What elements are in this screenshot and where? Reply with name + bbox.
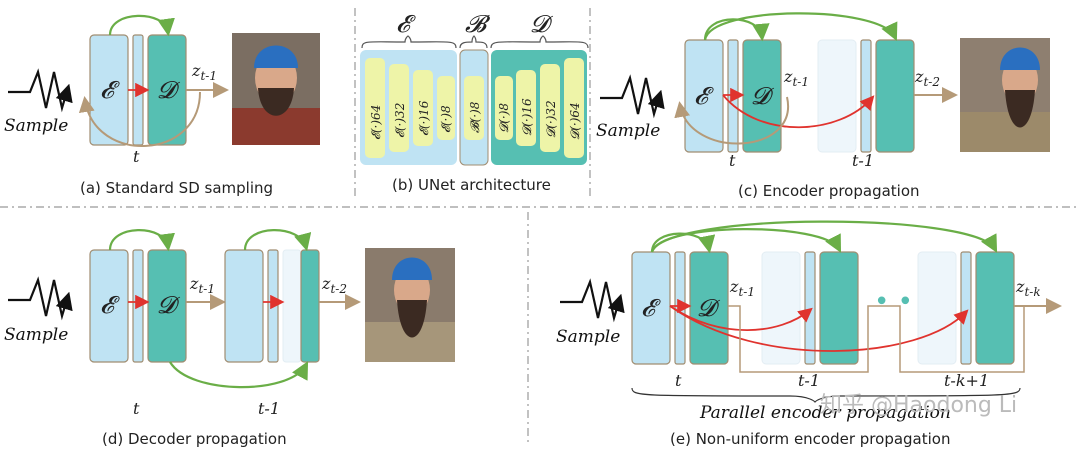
sample-label: Sample — [596, 121, 660, 141]
panel-e-nonuniform-propagation: Sample 𝓔 𝓓 • • • zt-1t-k zt-1 t t-1 t-k+… — [556, 220, 1062, 448]
generated-image-portrait — [232, 33, 320, 145]
caption-c: (c) Encoder propagation — [738, 182, 920, 200]
timestep-label: t-1 — [798, 371, 820, 390]
unet-enc-8: 𝓔(·)8 — [439, 105, 453, 133]
timestep-label: t — [675, 371, 682, 390]
z-label: zt-2 — [914, 67, 940, 89]
noise-squiggle-icon — [560, 278, 625, 323]
unet-dec-16: 𝓓(·)16 — [520, 98, 534, 136]
z-label: zt-1t-k — [1015, 277, 1041, 299]
z-label: zt-1 — [191, 61, 217, 83]
unet-enc-64: 𝓔(·)64 — [369, 105, 383, 140]
caption-e: (e) Non-uniform encoder propagation — [670, 430, 950, 448]
panel-b-unet: 𝓔 𝓑 𝓓 𝓔(·)64 𝓔(·)32 𝓔(·)16 𝓔(·)8 𝓑(·)8 𝓓… — [360, 10, 589, 194]
unet-dec-32: 𝓓(·)32 — [544, 100, 558, 138]
unet-encoder-blocks: 𝓔(·)64 𝓔(·)32 𝓔(·)16 𝓔(·)8 — [365, 58, 455, 158]
unet-decoder-blocks: 𝓓(·)8 𝓓(·)16 𝓓(·)32 𝓓(·)64 — [495, 58, 584, 158]
timestep-label: t — [729, 151, 736, 170]
noise-squiggle-icon — [8, 68, 73, 113]
parallel-propagation-label: Parallel encoder propagation — [699, 403, 951, 423]
sample-label: Sample — [4, 116, 68, 136]
unet-bottleneck-title: 𝓑 — [465, 10, 491, 38]
unet-decoder-title: 𝓓 — [530, 10, 554, 38]
watermark: 知乎 @Haodong Li — [820, 393, 1017, 418]
generated-image-portrait — [960, 38, 1050, 152]
z-label: zt-1 — [729, 277, 755, 299]
sample-label: Sample — [4, 325, 68, 345]
timestep-label: t-1 — [852, 151, 874, 170]
unet-enc-16: 𝓔(·)16 — [417, 100, 431, 136]
z-label: zt-1 — [189, 274, 215, 296]
timestep-label: t-k+1 — [944, 371, 989, 390]
sample-label: Sample — [556, 327, 620, 347]
unet-enc-32: 𝓔(·)32 — [393, 103, 407, 138]
caption-b: (b) UNet architecture — [392, 176, 551, 194]
timestep-label: t — [133, 399, 140, 418]
unet-encoder-title: 𝓔 — [396, 10, 416, 38]
noise-squiggle-icon — [8, 276, 73, 321]
unet-decoder-region — [491, 50, 587, 165]
z-label: zt-2 — [321, 274, 347, 296]
timestep-label: t-1 — [258, 399, 280, 418]
unet-mid-8: 𝓑(·)8 — [468, 101, 482, 133]
unet-dec-8: 𝓓(·)8 — [497, 103, 511, 133]
z-label: zt-1 — [783, 67, 809, 89]
panel-separators — [0, 8, 1080, 445]
caption-a: (a) Standard SD sampling — [80, 179, 273, 197]
generated-image-portrait — [365, 248, 455, 362]
timestep-label: t — [133, 147, 140, 166]
panel-a-standard-sampling: Sample 𝓔 𝓓 zt-1 t (a) Standard SD sampli… — [4, 14, 320, 197]
panel-c-encoder-propagation: Sample 𝓔 𝓓 zt-1 zt-2 t t-1 (c) Encoder p… — [596, 12, 1050, 200]
panel-d-decoder-propagation: Sample 𝓔 𝓓 zt-1 zt-2 t t-1 (d) Decoder p… — [4, 229, 455, 448]
unet-dec-64: 𝓓(·)64 — [568, 102, 582, 140]
noise-squiggle-icon — [600, 74, 665, 119]
caption-d: (d) Decoder propagation — [102, 430, 287, 448]
